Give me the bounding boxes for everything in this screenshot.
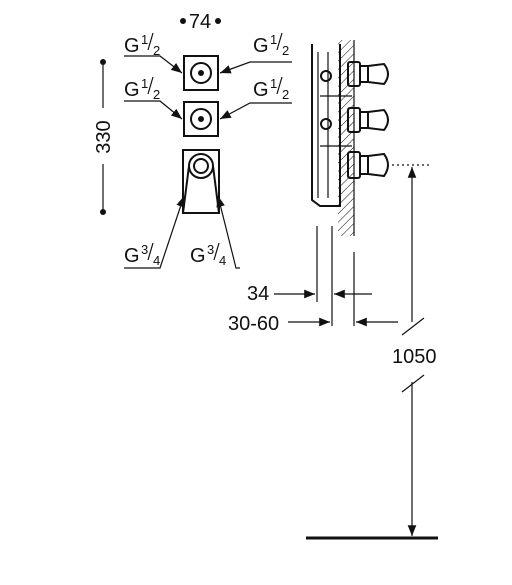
svg-text:4: 4 [219, 253, 226, 268]
label-bottom-right: G 3 4 [190, 242, 226, 268]
label-top-right: G 1 2 [253, 32, 289, 58]
leader-top-left [124, 55, 183, 74]
dim-1050-break-top [401, 317, 425, 336]
dim-1050-break-bottom [401, 374, 425, 393]
valve-inner-ring [193, 158, 209, 174]
internal-fitting-top [320, 70, 332, 82]
mount-plate [311, 44, 341, 207]
height-dim-dot-bottom [100, 209, 106, 215]
front-view: 74 330 G 1 2 [93, 11, 292, 269]
svg-text:1: 1 [270, 76, 277, 91]
svg-text:1: 1 [141, 76, 148, 91]
svg-text:2: 2 [153, 43, 160, 58]
label-top-left: G 1 2 [124, 32, 160, 58]
handle-bottom [347, 151, 389, 179]
valve-body [182, 149, 220, 214]
svg-text:1: 1 [270, 32, 277, 47]
mid-port-body [183, 101, 219, 137]
top-port-center [198, 70, 204, 76]
depth-dimension: 34 [247, 283, 269, 305]
top-port-body [183, 55, 219, 91]
dim-dot-right [215, 18, 221, 24]
label-mid-right: G 1 2 [253, 76, 289, 102]
height-dimension: 330 [93, 120, 115, 153]
wall-range-dimension: 30-60 [228, 313, 279, 335]
svg-text:3: 3 [141, 242, 148, 257]
floor-height-dimension: 1050 [392, 346, 437, 368]
svg-text:2: 2 [282, 43, 289, 58]
label-mid-left: G 1 2 [124, 76, 160, 102]
width-dimension: 74 [189, 11, 211, 33]
wall-hatch [338, 40, 354, 236]
leader-bottom-left [124, 195, 185, 269]
mid-port-center [198, 116, 204, 122]
leader-mid-right [219, 102, 292, 120]
svg-text:G: G [253, 35, 269, 57]
handle-middle [347, 107, 389, 133]
handle-top [347, 61, 389, 87]
svg-text:3: 3 [207, 242, 214, 257]
svg-text:2: 2 [282, 87, 289, 102]
svg-text:G: G [190, 245, 206, 267]
label-bottom-left: G 3 4 [124, 242, 160, 268]
mid-port-ring [190, 108, 212, 130]
valve-outer-ring [188, 153, 214, 179]
svg-text:4: 4 [153, 253, 160, 268]
height-dim-dot-top [100, 59, 106, 65]
svg-text:G: G [124, 35, 140, 57]
leader-top-right [219, 61, 292, 74]
svg-text:1: 1 [141, 32, 148, 47]
svg-text:G: G [124, 245, 140, 267]
leader-bottom-right [216, 195, 240, 269]
dim-dot-left [180, 18, 186, 24]
side-view: 34 30-60 1050 [228, 40, 438, 540]
top-port-ring [190, 62, 212, 84]
svg-text:G: G [124, 79, 140, 101]
svg-text:G: G [253, 79, 269, 101]
svg-text:2: 2 [153, 87, 160, 102]
internal-fitting-mid [320, 118, 332, 130]
leader-mid-left [124, 100, 183, 120]
